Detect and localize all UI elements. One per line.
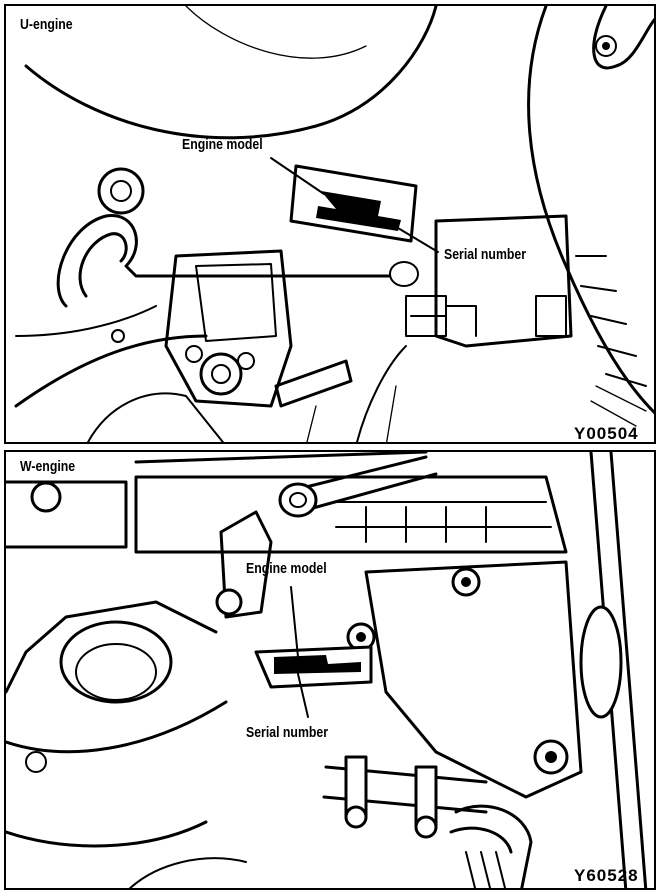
w-engine-panel: W-engine Engine model Serial number Y605… xyxy=(4,450,656,890)
serial-number-leader xyxy=(397,227,439,253)
serial-number-leader xyxy=(297,673,309,718)
u-engine-model-label: Engine model xyxy=(182,136,263,153)
w-engine-illustration xyxy=(6,452,648,888)
u-engine-serial-label: Serial number xyxy=(444,246,527,263)
w-engine-figure-code: Y60528 xyxy=(574,866,639,885)
mounting-bracket xyxy=(364,560,583,799)
engine-model-leader xyxy=(270,157,325,195)
engine-model-leader xyxy=(290,586,299,658)
plate-marking xyxy=(274,655,361,674)
bracket xyxy=(164,249,293,408)
w-engine-title: W-engine xyxy=(20,458,76,475)
plate-marking xyxy=(316,191,401,231)
u-engine-title: U-engine xyxy=(20,16,73,33)
right-body-edge xyxy=(527,6,654,415)
u-engine-panel: U-engine Engine model Serial number Y005… xyxy=(4,4,656,444)
dipstick-knob xyxy=(389,261,419,287)
housing-curve xyxy=(24,6,438,140)
round-housing xyxy=(59,620,173,704)
w-engine-model-label: Engine model xyxy=(246,560,327,577)
pulley xyxy=(579,605,623,719)
u-engine-illustration xyxy=(14,6,654,442)
dipstick xyxy=(56,214,398,308)
nut xyxy=(199,352,243,396)
w-engine-serial-label: Serial number xyxy=(246,724,329,741)
u-engine-figure-code: Y00504 xyxy=(574,424,639,443)
pipe-end xyxy=(278,482,318,518)
